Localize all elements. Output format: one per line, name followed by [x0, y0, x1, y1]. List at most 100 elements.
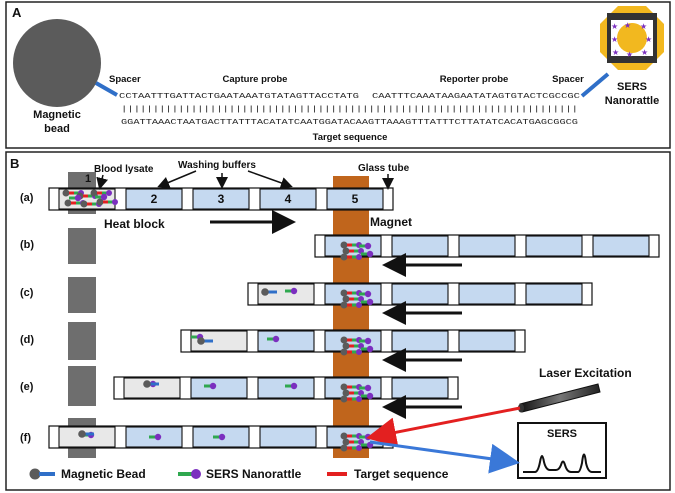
- tube-chamber: [257, 283, 315, 305]
- sers-label-line1: SERS: [617, 81, 647, 93]
- tube-chamber: [391, 283, 449, 305]
- bead-nanorattle-complex: [96, 198, 118, 206]
- bead-nanorattle-complex: [340, 253, 362, 261]
- sers-nanorattle: [285, 287, 298, 295]
- chamber-number-3: 3: [218, 192, 225, 206]
- svg-text:★: ★: [611, 35, 618, 44]
- tube-chamber: [326, 188, 384, 210]
- row-label-e: (e): [20, 381, 34, 393]
- bead-nanorattle-complex: [340, 395, 362, 403]
- magnetic-bead: [197, 337, 213, 345]
- sers-nanorattle: [285, 382, 298, 390]
- bead-nanorattle-complex: [340, 301, 362, 309]
- tube-chamber: [190, 330, 248, 352]
- magnetic-bead-label-line2: bead: [44, 123, 70, 135]
- row-label-f: (f): [20, 432, 31, 444]
- tube-row-c: [247, 282, 593, 306]
- magnetic-bead-large: [13, 19, 101, 107]
- chamber-number-2: 2: [151, 192, 158, 206]
- target-sequence: GGATTAAACTAATGACTTATTTACATATCAATGGATACAA…: [121, 119, 578, 127]
- sers-nanorattle: [361, 345, 374, 353]
- base-pair-bars: ||||||||||||||||||||||||||||||||||||||||…: [121, 106, 578, 114]
- chamber-number-5: 5: [352, 192, 359, 206]
- sers-nanorattle: [359, 290, 372, 298]
- row-label-a: (a): [20, 192, 34, 204]
- magnet-label: Magnet: [370, 215, 412, 229]
- legend: Magnetic Bead SERS Nanorattle Target seq…: [29, 467, 449, 481]
- sers-spectrum-line: [523, 453, 601, 473]
- heat-block-label: Heat block: [104, 217, 165, 231]
- left-spacer-line: [95, 81, 118, 97]
- washing-arrow-4: [247, 170, 293, 189]
- sers-nanorattle: [204, 382, 217, 390]
- blood-lysate-label: Blood lysate: [94, 164, 154, 175]
- tube-chamber: [391, 377, 449, 399]
- tube-chamber: [458, 235, 516, 257]
- capture-probe-label: Capture probe: [223, 74, 288, 85]
- tube-chamber: [525, 283, 583, 305]
- chamber-1-number: 1: [85, 173, 91, 185]
- panel-a: A Magnetic bead Spacer Capture probe Rep…: [5, 1, 671, 149]
- right-spacer-line: [580, 72, 610, 98]
- magnetic-bead: [143, 380, 159, 388]
- blood-lysate-arrow: [96, 174, 109, 190]
- row-label-c: (c): [20, 287, 34, 299]
- tube-chamber: [259, 426, 317, 448]
- panel-a-letter: A: [12, 5, 22, 20]
- reporter-probe-label: Reporter probe: [440, 74, 509, 85]
- sers-nanorattle: [359, 337, 372, 345]
- row-label-d: (d): [20, 334, 34, 346]
- bead-nanorattle-complex: [90, 189, 112, 197]
- svg-text:★: ★: [640, 22, 647, 31]
- tube-chamber: [592, 235, 650, 257]
- bead-nanorattle-complex: [340, 444, 362, 452]
- svg-text:★: ★: [612, 48, 619, 57]
- tube-chamber: [125, 188, 183, 210]
- panel-b-letter: B: [10, 156, 19, 171]
- legend-target-sequence-label: Target sequence: [354, 467, 449, 481]
- left-spacer-label: Spacer: [109, 74, 141, 85]
- sers-nanorattle: [359, 242, 372, 250]
- bead-nanorattle-complex: [342, 295, 364, 303]
- sers-nanorattle: [359, 384, 372, 392]
- legend-sers-nanorattle-label: SERS Nanorattle: [206, 467, 302, 481]
- glass-tube-label: Glass tube: [358, 163, 410, 174]
- svg-text:★: ★: [626, 50, 633, 59]
- capture-sequence: CCTAATTTGATTACTGAATAAATGTATAGTTACCTATG: [119, 93, 359, 101]
- washing-buffers-label: Washing buffers: [178, 160, 256, 171]
- svg-text:★: ★: [624, 21, 631, 30]
- sers-nanorattle: [213, 433, 226, 441]
- laser-icon: [518, 383, 601, 413]
- tube-row-e: [113, 376, 459, 400]
- sers-signal-label: SERS: [547, 428, 577, 440]
- tube-chamber: [257, 330, 315, 352]
- tube-chamber: [58, 426, 116, 448]
- tube-chamber: [259, 188, 317, 210]
- laser-excitation-label: Laser Excitation: [539, 366, 632, 380]
- magnetic-bead: [78, 430, 94, 438]
- legend-magnetic-bead-icon: [29, 468, 55, 480]
- reporter-sequence: CAATTTCAAATAAGAATATAGTGTACTCGCCGC: [372, 93, 581, 101]
- sers-nanorattle: [149, 433, 162, 441]
- legend-magnetic-bead-label: Magnetic Bead: [61, 467, 146, 481]
- tube-chamber: [257, 377, 315, 399]
- tube-chamber: [192, 188, 250, 210]
- sers-nanorattle-large: ★ ★ ★ ★ ★ ★ ★ ★: [600, 6, 664, 70]
- tube-chamber: [123, 377, 181, 399]
- magnetic-bead-label-line1: Magnetic: [33, 109, 81, 121]
- tube-chamber: [190, 377, 248, 399]
- svg-text:★: ★: [645, 35, 652, 44]
- tube-chamber: [391, 235, 449, 257]
- sers-label-line2: Nanorattle: [605, 95, 659, 107]
- legend-target-sequence-icon: [327, 472, 347, 476]
- sers-nanorattle: [361, 392, 374, 400]
- sers-nanorattle: [361, 298, 374, 306]
- laser-beam-arrow: [366, 406, 521, 448]
- svg-text:★: ★: [641, 48, 648, 57]
- sers-nanorattle: [95, 193, 108, 201]
- svg-text:★: ★: [611, 22, 618, 31]
- sers-output-arrow: [369, 440, 520, 474]
- bead-nanorattle-complex: [342, 389, 364, 397]
